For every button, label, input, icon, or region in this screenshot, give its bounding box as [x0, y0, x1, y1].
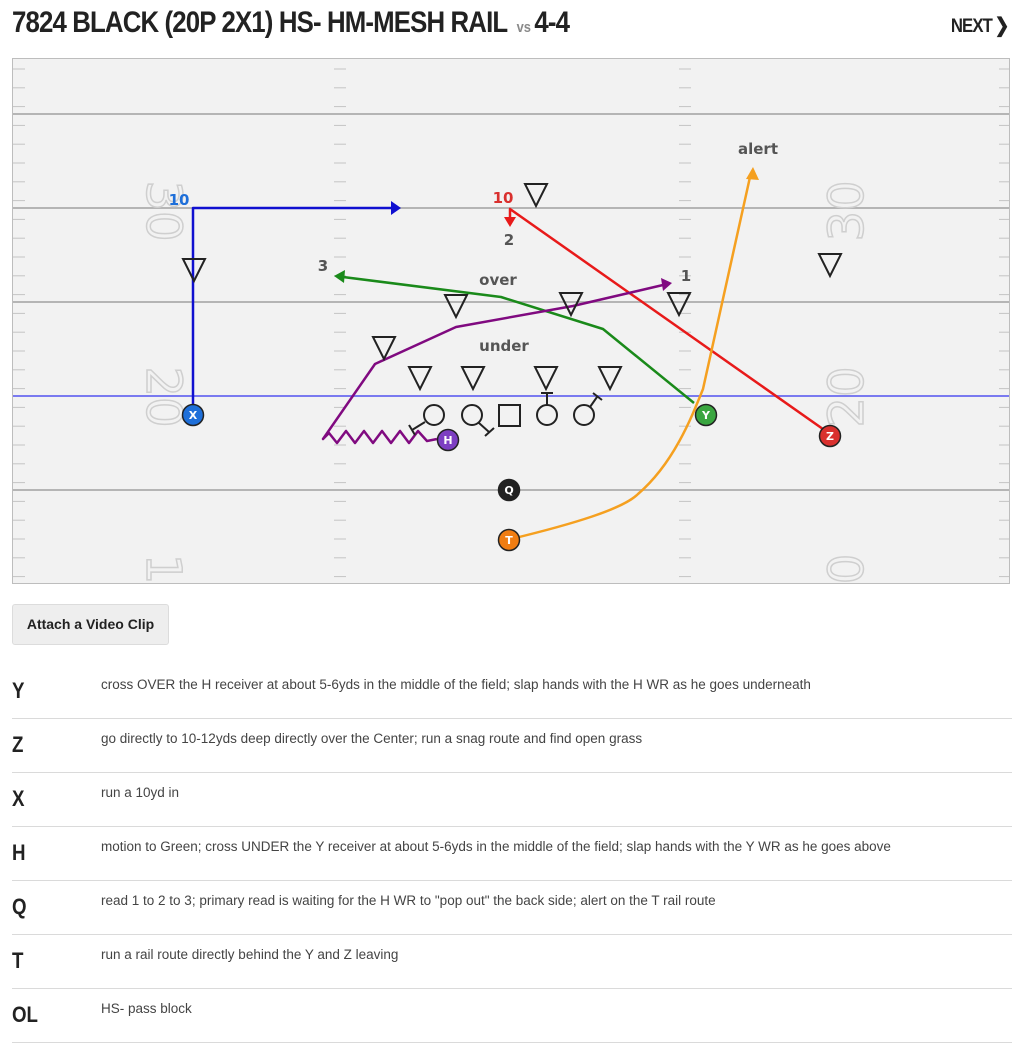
- assignment-text: cross OVER the H receiver at about 5-6yd…: [101, 677, 811, 692]
- yard-number-left-10: 1: [135, 554, 191, 584]
- player-label: Y: [701, 409, 711, 422]
- player-label: H: [443, 434, 452, 447]
- assignment-position: Q: [12, 894, 27, 919]
- defender-triangle: [597, 366, 623, 392]
- pass-block-mark: [478, 422, 495, 437]
- vs-label: vs: [516, 19, 531, 36]
- defender-triangle: [443, 294, 469, 320]
- z-route: [508, 207, 831, 436]
- player-marker: [818, 424, 842, 448]
- player-marker: [497, 478, 521, 502]
- pass-block-mark: [541, 392, 553, 405]
- assignment-row: OL HS- pass block: [12, 990, 1012, 1043]
- left-tackle: [423, 404, 445, 426]
- defender-triangle: [523, 183, 549, 209]
- yard-lines: [13, 68, 1009, 578]
- assignment-position: H: [12, 840, 26, 865]
- assignment-text: go directly to 10-12yds deep directly ov…: [101, 731, 643, 746]
- player-label: T: [505, 534, 513, 547]
- player-q: Q: [497, 478, 521, 502]
- next-label: NEXT: [950, 16, 992, 37]
- t-route-arrow: [746, 167, 759, 180]
- y-route: [342, 275, 695, 404]
- pass-block-mark: [408, 421, 426, 436]
- x-depth-label: 10: [169, 191, 190, 209]
- defender-triangle: [666, 292, 692, 318]
- pass-block-mark: [589, 392, 603, 408]
- defense-name: 4-4: [534, 6, 570, 39]
- h-route-arrow: [661, 278, 672, 291]
- player-x: X: [181, 403, 205, 427]
- h-route: [321, 283, 664, 445]
- defender-triangle: [817, 253, 843, 279]
- x-route-arrow: [391, 201, 401, 215]
- defender-triangle: [460, 366, 486, 392]
- y-route-arrow: [334, 270, 345, 283]
- player-marker: [694, 403, 718, 427]
- player-z: Z: [818, 424, 842, 448]
- defender-triangle: [371, 336, 397, 362]
- player-marker: [497, 528, 521, 552]
- assignment-position: OL: [12, 1002, 38, 1027]
- assignment-text: run a 10yd in: [101, 785, 180, 800]
- alert-label: alert: [738, 140, 778, 158]
- play-name: 7824 BLACK (20P 2X1) HS- HM-MESH RAIL: [12, 6, 508, 39]
- player-label: X: [189, 409, 198, 422]
- read-2-label: 2: [504, 231, 514, 249]
- read-3-label: 3: [318, 257, 328, 275]
- next-button[interactable]: NEXT❯: [950, 13, 1008, 38]
- defender-triangle: [558, 292, 584, 318]
- field-canvas: 30 30 20 20 1 0 10 10 1 2 3 over: [13, 68, 1009, 584]
- defender-triangle: [407, 366, 433, 392]
- z-depth-label: 10: [493, 189, 514, 207]
- player-marker: [436, 428, 460, 452]
- yard-number-right-30: 30: [819, 180, 875, 241]
- z-route-arrow: [504, 217, 516, 227]
- assignment-position: Z: [12, 732, 24, 757]
- player-h: H: [436, 428, 460, 452]
- assignment-text: run a rail route directly behind the Y a…: [101, 947, 399, 962]
- assignment-position: X: [12, 786, 25, 811]
- assignment-text: read 1 to 2 to 3; primary read is waitin…: [101, 893, 716, 908]
- player-marker: [181, 403, 205, 427]
- center: [498, 404, 521, 427]
- left-guard: [461, 404, 483, 426]
- right-tackle: [573, 404, 595, 426]
- assignment-position: T: [12, 948, 24, 973]
- yard-number-right-10: 0: [819, 554, 875, 584]
- yard-number-left-30: 30: [135, 180, 191, 241]
- over-label: over: [479, 271, 517, 289]
- under-label: under: [479, 337, 529, 355]
- play-diagram: 30 30 20 20 1 0 10 10 1 2 3 over: [12, 58, 1010, 584]
- defender-triangle: [181, 258, 207, 284]
- assignment-position: Y: [12, 678, 25, 703]
- assignment-text: HS- pass block: [101, 1001, 192, 1016]
- assignment-text: motion to Green; cross UNDER the Y recei…: [101, 839, 891, 854]
- right-guard: [536, 404, 558, 426]
- t-route: [510, 176, 752, 541]
- player-y: Y: [694, 403, 718, 427]
- player-t: T: [497, 528, 521, 552]
- defender-triangle: [533, 366, 559, 392]
- player-label: Z: [826, 430, 834, 443]
- attach-video-button[interactable]: Attach a Video Clip: [12, 604, 169, 645]
- play-header: 7824 BLACK (20P 2X1) HS- HM-MESH RAIL vs…: [12, 6, 1010, 46]
- player-label: Q: [504, 484, 513, 497]
- read-1-label: 1: [681, 267, 691, 285]
- play-title: 7824 BLACK (20P 2X1) HS- HM-MESH RAIL vs…: [12, 6, 570, 40]
- chevron-right-icon: ❯: [994, 15, 1009, 37]
- x-route: [191, 206, 393, 413]
